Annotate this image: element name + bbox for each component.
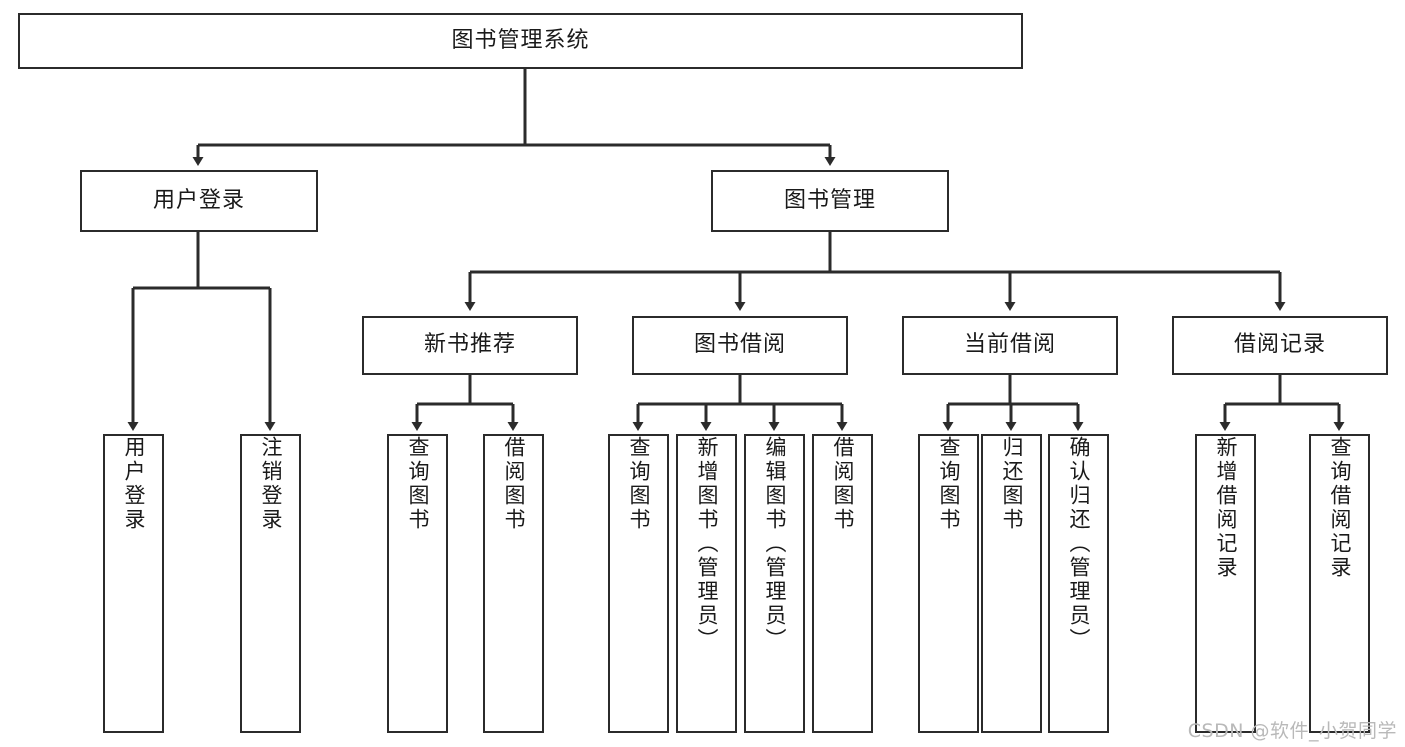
node-book-management[interactable]: 图书管理 (711, 170, 949, 232)
node-label: 查询图书 (406, 436, 430, 532)
node-label: 图书管理 (783, 187, 876, 213)
node-borrow-record[interactable]: 借阅记录 (1172, 316, 1388, 375)
node-label: 当前借阅 (963, 332, 1056, 358)
node-label: 用户登录 (122, 436, 146, 532)
node-label: 注销登录 (259, 436, 283, 532)
leaf-new-book-query-book[interactable]: 查询图书 (387, 434, 448, 733)
leaf-borrow-record-query-record[interactable]: 查询借阅记录 (1309, 434, 1370, 733)
node-user-login[interactable]: 用户登录 (80, 170, 318, 232)
leaf-book-borrow-borrow-book[interactable]: 借阅图书 (812, 434, 873, 733)
node-label: 归还图书 (1000, 436, 1024, 532)
leaf-new-book-borrow-book[interactable]: 借阅图书 (483, 434, 544, 733)
node-label: 图书管理系统 (451, 27, 590, 53)
node-book-borrow[interactable]: 图书借阅 (632, 316, 848, 375)
node-label: 新增借阅记录 (1214, 436, 1238, 580)
node-label: 确认归还（管理员） (1067, 436, 1091, 652)
node-label: 新增图书（管理员） (695, 436, 719, 652)
node-label: 用户登录 (152, 187, 245, 213)
leaf-current-borrow-query-book[interactable]: 查询图书 (918, 434, 979, 733)
node-root-book-management-system[interactable]: 图书管理系统 (18, 13, 1023, 69)
node-label: 查询图书 (627, 436, 651, 532)
leaf-user-login-logout[interactable]: 注销登录 (240, 434, 301, 733)
leaf-current-borrow-confirm-return-admin[interactable]: 确认归还（管理员） (1048, 434, 1109, 733)
node-label: 借阅记录 (1233, 332, 1326, 358)
node-label: 借阅图书 (831, 436, 855, 532)
leaf-borrow-record-add-record[interactable]: 新增借阅记录 (1195, 434, 1256, 733)
node-label: 新书推荐 (423, 332, 516, 358)
node-current-borrow[interactable]: 当前借阅 (902, 316, 1118, 375)
node-label: 编辑图书（管理员） (763, 436, 787, 652)
leaf-user-login-login[interactable]: 用户登录 (103, 434, 164, 733)
node-new-book-recommend[interactable]: 新书推荐 (362, 316, 578, 375)
node-label: 查询图书 (937, 436, 961, 532)
leaf-current-borrow-return-book[interactable]: 归还图书 (981, 434, 1042, 733)
node-label: 借阅图书 (502, 436, 526, 532)
node-label: 查询借阅记录 (1328, 436, 1352, 580)
leaf-book-borrow-add-book-admin[interactable]: 新增图书（管理员） (676, 434, 737, 733)
node-label: 图书借阅 (693, 332, 786, 358)
leaf-book-borrow-edit-book-admin[interactable]: 编辑图书（管理员） (744, 434, 805, 733)
leaf-book-borrow-query-book[interactable]: 查询图书 (608, 434, 669, 733)
